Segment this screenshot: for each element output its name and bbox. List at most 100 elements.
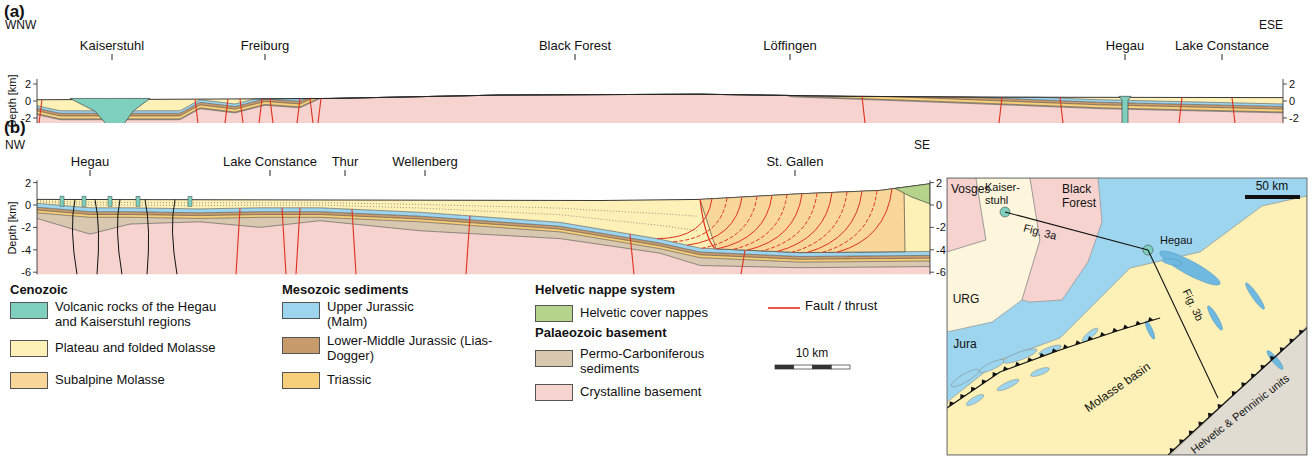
section-label: SE <box>914 139 930 153</box>
jura-fold-outcrop <box>1002 346 1039 366</box>
location-tick <box>795 170 796 176</box>
thrust-line <box>700 199 715 248</box>
fault-line <box>466 216 470 275</box>
hegau-volcanic-pipe <box>1119 96 1131 123</box>
kaiserstuhl-volcanic-body <box>70 98 150 123</box>
section-label: St. Gallen <box>766 155 823 170</box>
layer-boundary <box>37 94 1283 119</box>
axis-tick <box>33 227 37 228</box>
thrust-tooth <box>1003 366 1009 371</box>
legend-text: Upper Jurassic (Malm) <box>327 300 437 330</box>
layer-boundary <box>37 94 1283 111</box>
section-label: -2 <box>21 221 31 234</box>
thrust-tooth <box>1218 404 1223 409</box>
legend-text: Helvetic cover nappes <box>580 306 708 321</box>
axis-tick <box>930 272 934 273</box>
fault-line <box>195 99 198 123</box>
axis-tick <box>33 101 37 102</box>
axis-tick <box>930 182 934 183</box>
thrust-line <box>792 192 847 252</box>
fault-line <box>282 208 286 275</box>
map-frame <box>947 178 1307 455</box>
legend-heading: Palaeozoic basement <box>535 326 667 341</box>
section-label: Wellenberg <box>392 155 458 170</box>
axis-tick <box>930 205 934 206</box>
triassic-layer <box>37 94 1283 119</box>
thrust-tooth <box>1241 382 1246 387</box>
section-label: -2 <box>1289 112 1299 125</box>
map-label: Hegau <box>1160 234 1192 247</box>
section-label: 0 <box>936 199 942 212</box>
section-label: Hegau <box>1106 39 1144 54</box>
permo-carboniferous-layer <box>37 94 1283 119</box>
thrust-tooth <box>1232 391 1237 396</box>
axis-tick <box>33 205 37 206</box>
thrust-line <box>837 189 892 252</box>
thrust-tooth <box>1189 430 1194 435</box>
mesozoic-area <box>947 178 1307 455</box>
location-tick <box>575 54 576 60</box>
section-label: 0 <box>1289 95 1295 108</box>
lias-dogger-layer <box>37 94 1283 116</box>
section-label: ESE <box>1259 19 1283 33</box>
thrust-tooth <box>1251 374 1256 379</box>
fault-legend-sample <box>768 307 800 309</box>
section-label: Depth [km] <box>6 201 19 254</box>
thrust-tooth <box>960 394 965 399</box>
location-tick <box>265 54 266 60</box>
fault-line <box>296 208 300 275</box>
location-tick <box>1125 54 1126 60</box>
fault-line <box>1232 98 1235 124</box>
location-tick <box>790 54 791 60</box>
fault-line <box>999 97 1002 123</box>
section-label: Löffingen <box>763 39 816 54</box>
volcanic-pipe <box>60 196 64 206</box>
legend-text: Fault / thrust <box>805 299 877 314</box>
fault-line <box>318 98 321 123</box>
thrust-line <box>732 195 787 250</box>
section-label: -6 <box>936 266 946 279</box>
section-label: (b) <box>4 118 26 138</box>
fault-line <box>352 209 356 274</box>
thrust-tooth <box>1027 357 1033 362</box>
thrust-tooth <box>1015 362 1021 367</box>
map-label: Vosges <box>951 183 990 197</box>
fault-line <box>297 99 300 124</box>
map-label: URG <box>953 293 980 307</box>
section-label: Lake Constance <box>223 155 317 170</box>
thrust-tooth <box>982 379 987 384</box>
axis-tick <box>33 84 37 85</box>
thrust-line <box>717 195 772 249</box>
axis-tick <box>33 118 37 119</box>
location-tick <box>1222 54 1223 60</box>
lake <box>1243 281 1266 311</box>
thrust-tooth <box>971 387 976 392</box>
jura-fold-outcrop <box>978 357 1006 375</box>
thrust-tooth <box>1208 413 1213 418</box>
jura-fold-outcrop <box>965 392 985 407</box>
thrust-tooth <box>1063 344 1069 349</box>
legend-swatch <box>10 302 48 319</box>
section-label: Lake Constance <box>1175 39 1269 54</box>
thrust-tooth <box>1052 348 1058 353</box>
layer-boundary <box>37 94 1283 116</box>
map-label: Black Forest <box>1062 183 1110 211</box>
thrust-line <box>687 197 742 245</box>
fault-line-dark <box>95 200 99 275</box>
scale-bar <box>813 365 832 369</box>
fault-line <box>630 234 634 274</box>
scale-bar <box>831 365 850 369</box>
section-label: 2 <box>25 78 31 91</box>
alpine-thrust-front <box>1168 328 1307 455</box>
layer-boundary <box>37 94 1283 119</box>
thrust-tooth <box>1075 340 1081 345</box>
section-label: 2 <box>936 176 942 189</box>
map-label: Fig. 3b <box>1180 287 1206 323</box>
thrust-line <box>807 191 862 252</box>
axis-tick <box>1283 101 1287 102</box>
legend-text: Crystalline basement <box>580 385 701 400</box>
jura-fold-outcrop <box>996 377 1020 393</box>
fault-line <box>259 99 262 123</box>
thrust-line <box>747 194 802 251</box>
